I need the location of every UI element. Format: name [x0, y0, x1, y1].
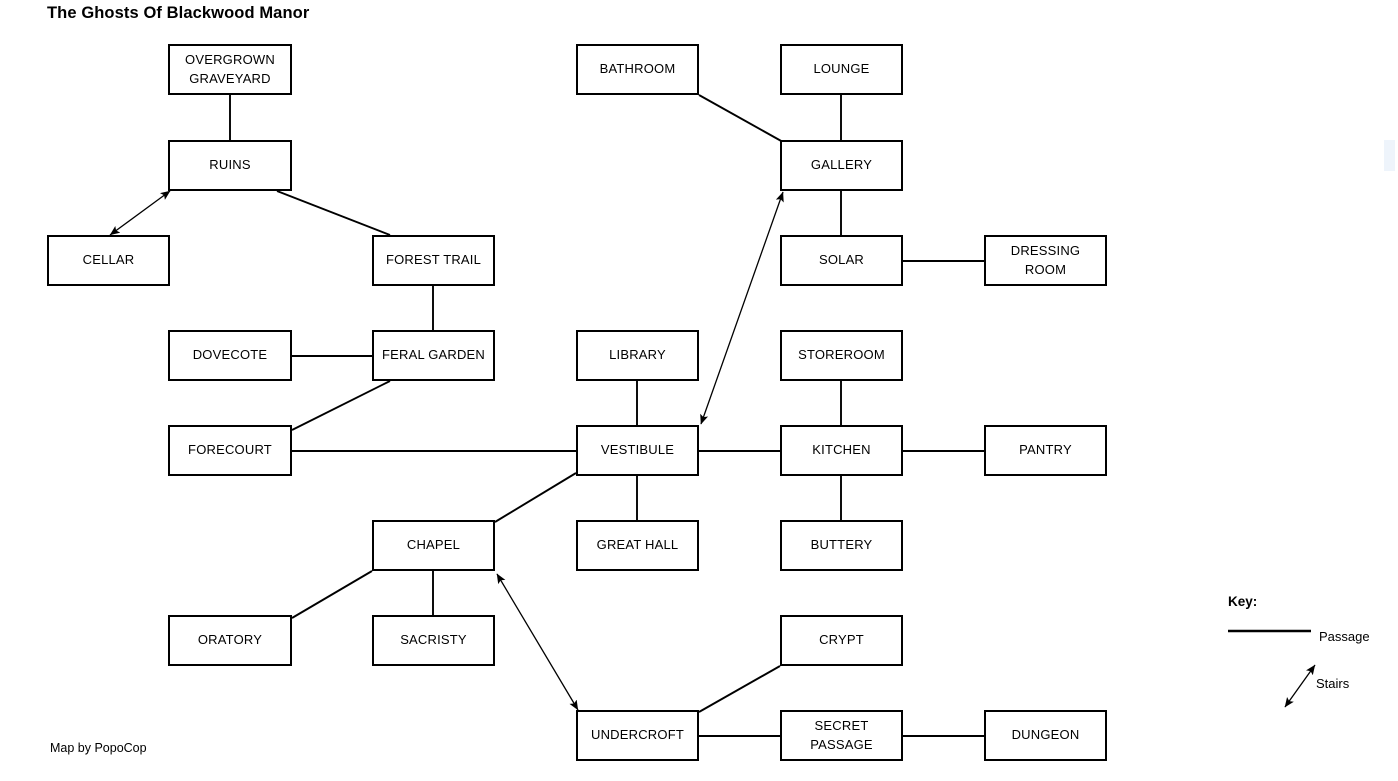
room-label: LOUNGE [813, 61, 870, 77]
room-library[interactable]: LIBRARY [576, 330, 699, 381]
room-oratory[interactable]: ORATORY [168, 615, 292, 666]
room-cellar[interactable]: CELLAR [47, 235, 170, 286]
room-label: RUINS [209, 157, 251, 173]
room-crypt[interactable]: CRYPT [780, 615, 903, 666]
room-label: OVERGROWN GRAVEYARD [185, 51, 275, 86]
room-label: BUTTERY [810, 537, 873, 553]
room-label: UNDERCROFT [591, 727, 684, 743]
connection-lines [109, 94, 984, 737]
room-pantry[interactable]: PANTRY [984, 425, 1107, 476]
legend-stairs-label: Stairs [1316, 676, 1350, 691]
connection-bathroom-to-gallery [698, 94, 784, 143]
connection-feral-garden-to-forecourt [291, 380, 391, 431]
room-chapel[interactable]: CHAPEL [372, 520, 495, 571]
room-dovecote[interactable]: DOVECOTE [168, 330, 292, 381]
attribution-text: Map by PopoCop [50, 741, 147, 755]
room-label: KITCHEN [812, 442, 871, 458]
room-forecourt[interactable]: FORECOURT [168, 425, 292, 476]
room-label: STOREROOM [798, 347, 885, 363]
room-label: SACRISTY [400, 632, 467, 648]
connection-oratory-to-chapel [291, 570, 373, 619]
room-vestibule[interactable]: VESTIBULE [576, 425, 699, 476]
room-lounge[interactable]: LOUNGE [780, 44, 903, 95]
room-overgrown-graveyard[interactable]: OVERGROWN GRAVEYARD [168, 44, 292, 95]
room-label: VESTIBULE [600, 442, 675, 458]
room-label: DUNGEON [1011, 727, 1080, 743]
room-great-hall[interactable]: GREAT HALL [576, 520, 699, 571]
connection-ruins-to-cellar [109, 190, 171, 236]
room-label: DOVECOTE [192, 347, 268, 363]
room-label: FORECOURT [188, 442, 272, 458]
room-bathroom[interactable]: BATHROOM [576, 44, 699, 95]
room-dressing-room[interactable]: DRESSING ROOM [984, 235, 1107, 286]
room-undercroft[interactable]: UNDERCROFT [576, 710, 699, 761]
room-dungeon[interactable]: DUNGEON [984, 710, 1107, 761]
room-ruins[interactable]: RUINS [168, 140, 292, 191]
room-gallery[interactable]: GALLERY [780, 140, 903, 191]
room-secret-passage[interactable]: SECRET PASSAGE [780, 710, 903, 761]
room-label: CRYPT [819, 632, 864, 648]
room-label: CELLAR [82, 252, 135, 268]
connection-crypt-to-undercroft [698, 665, 781, 713]
room-label: FOREST TRAIL [385, 252, 482, 268]
room-buttery[interactable]: BUTTERY [780, 520, 903, 571]
room-label: GALLERY [810, 157, 873, 173]
connection-vestibule-to-chapel [494, 472, 577, 523]
room-label: FERAL GARDEN [381, 347, 486, 363]
room-feral-garden[interactable]: FERAL GARDEN [372, 330, 495, 381]
room-label: BATHROOM [599, 61, 676, 77]
page-title: The Ghosts Of Blackwood Manor [47, 4, 310, 22]
room-label: GREAT HALL [596, 537, 679, 553]
key-stairs-sample [1284, 664, 1316, 708]
legend-title: Key: [1228, 594, 1258, 609]
legend-passage-label: Passage [1319, 629, 1370, 644]
room-label: SECRET PASSAGE [810, 717, 873, 752]
room-label: PANTRY [1019, 442, 1072, 458]
connection-ruins-to-forest-trail [276, 190, 391, 236]
room-kitchen[interactable]: KITCHEN [780, 425, 903, 476]
room-forest-trail[interactable]: FOREST TRAIL [372, 235, 495, 286]
room-sacristy[interactable]: SACRISTY [372, 615, 495, 666]
room-storeroom[interactable]: STOREROOM [780, 330, 903, 381]
room-label: ORATORY [197, 632, 263, 648]
connection-chapel-to-undercroft [496, 573, 579, 711]
connection-vestibule-to-gallery [700, 191, 784, 425]
room-label: CHAPEL [406, 537, 461, 553]
room-label: LIBRARY [609, 347, 666, 363]
legend: Key: Passage Stairs [1228, 594, 1388, 714]
key-sample-lines [1228, 629, 1316, 708]
room-label: SOLAR [818, 252, 865, 268]
edge-artifact [1384, 140, 1395, 171]
room-label: DRESSING ROOM [1010, 242, 1081, 277]
room-solar[interactable]: SOLAR [780, 235, 903, 286]
